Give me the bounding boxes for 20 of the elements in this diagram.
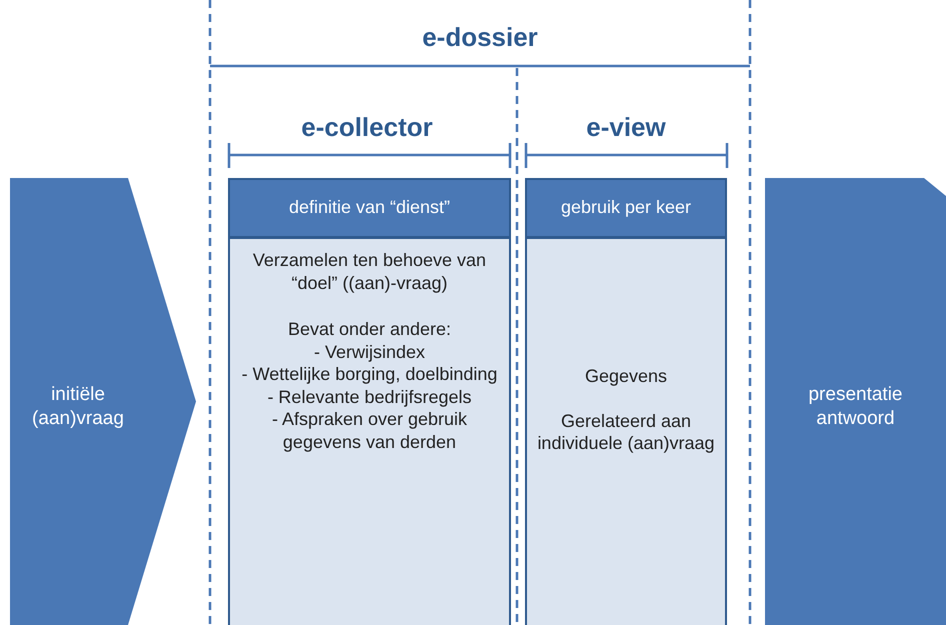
heading-text: definitie van “dienst” (288, 196, 450, 218)
body-text: - Relevante bedrijfsregels (267, 386, 472, 408)
header-box (228, 178, 511, 238)
section-heading: e-dossier (422, 22, 538, 53)
body-text: Bevat onder andere: (288, 318, 452, 340)
heading-text: gebruik per keer (560, 196, 692, 218)
body-text: Gegevens (584, 365, 668, 388)
section-heading: e-view (586, 112, 666, 143)
body-text: presentatie antwoord (807, 383, 904, 430)
body-text: - Wettelijke borging, doelbinding (242, 363, 498, 386)
body-text: initiële (aan)vraag (31, 383, 125, 430)
header-box (525, 178, 727, 238)
content-box (228, 237, 511, 625)
section-heading: e-collector (301, 112, 433, 143)
content-box (525, 237, 727, 625)
body-text: - Verwijsindex (314, 340, 426, 363)
body-text: - Afspraken over gebruik gegevens van derden (270, 408, 468, 453)
body-text: Verzamelen ten behoeve van “doel” ((aan)-vraag) (252, 249, 488, 294)
chevron-shape (10, 178, 196, 625)
body-text: Gerelateerd aan individuele (aan)vraag (536, 410, 716, 454)
